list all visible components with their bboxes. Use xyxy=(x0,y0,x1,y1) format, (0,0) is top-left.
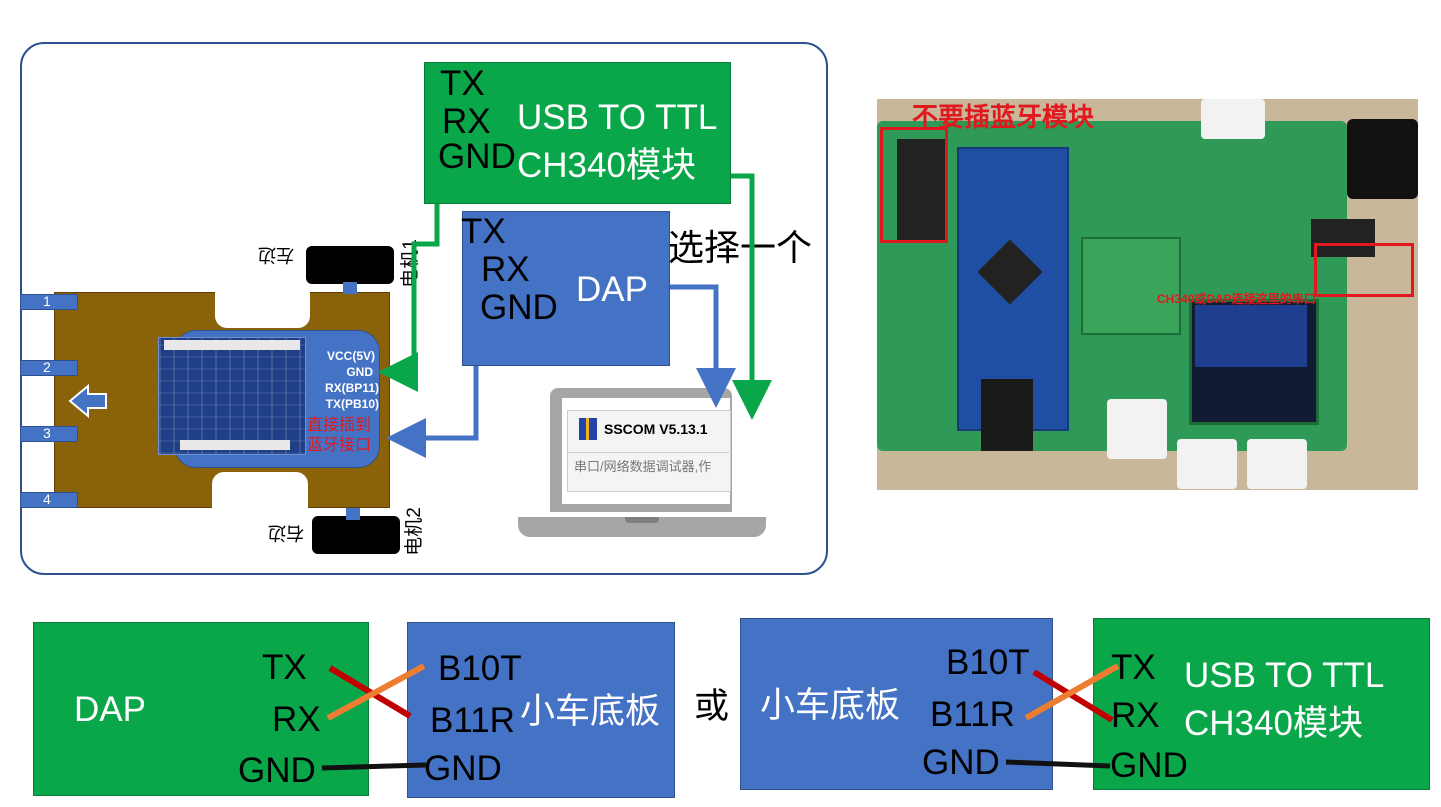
photo-header-left xyxy=(897,139,947,243)
chassis-notch-bottom xyxy=(212,472,308,508)
sscom-app-icon xyxy=(579,418,597,440)
motor-2-shaft xyxy=(346,508,360,520)
dap-to-car-wire xyxy=(386,366,479,458)
wiring-car-right-title: 小车底板 xyxy=(760,686,901,725)
motor-2 xyxy=(312,516,400,554)
wiring-usb-pin-gnd: GND xyxy=(1110,746,1188,785)
wiring-car-right-pin-b10t: B10T xyxy=(946,643,1030,682)
usb-to-laptop-wire xyxy=(731,173,772,420)
wiring-usb-pin-rx: RX xyxy=(1111,696,1160,735)
usb-title-line1: USB TO TTL xyxy=(517,98,718,137)
wiring-usb-title-line1: USB TO TTL xyxy=(1184,656,1385,695)
wheel-3 xyxy=(20,426,78,442)
wiring-car-box-right xyxy=(740,618,1053,790)
wiring-dap-title: DAP xyxy=(74,690,146,729)
photo-header-right xyxy=(1311,219,1375,257)
photo-module-a xyxy=(1081,237,1181,335)
controller-board-photo xyxy=(158,337,306,455)
wiring-usb-box xyxy=(1093,618,1430,790)
dap-pin-rx: RX xyxy=(481,250,530,289)
laptop-base xyxy=(518,517,766,537)
usb-title-line2: CH340模块 xyxy=(517,146,696,185)
usb-ttl-module xyxy=(424,62,731,204)
dap-pin-tx: TX xyxy=(461,212,506,251)
board-pin-gnd: GND xyxy=(346,365,373,379)
photo-connector-c xyxy=(1177,439,1237,489)
cross-wire-orange-left xyxy=(326,663,426,721)
board-connector-row xyxy=(164,340,300,350)
forward-arrow-icon xyxy=(68,384,107,418)
wiring-usb-title-line2: CH340模块 xyxy=(1184,704,1363,743)
photo-warning-text: 不要插蓝牙模块 xyxy=(912,102,1095,132)
photo-connector-a xyxy=(1201,99,1265,139)
gnd-wire-left xyxy=(321,762,427,771)
photo-oled-screen xyxy=(1195,305,1307,367)
photo-serial-note: CH340或DAP连接这里的串口 xyxy=(1157,292,1316,306)
wiring-car-left-pin-b10t: B10T xyxy=(438,649,522,688)
dap-pin-gnd: GND xyxy=(480,288,558,327)
chassis-notch-top xyxy=(215,292,310,328)
choose-one-label: 选择一个 xyxy=(668,227,813,268)
direct-plug-line2: 蓝牙接口 xyxy=(307,437,372,454)
sscom-title: SSCOM V5.13.1 xyxy=(604,421,708,437)
photo-serial-box xyxy=(1314,243,1414,297)
wiring-dap-pin-gnd: GND xyxy=(238,751,316,790)
sscom-subtitle: 串口/网络数据调试器,作 xyxy=(574,460,712,473)
board-pin-tx: TX(PB10) xyxy=(325,397,379,411)
wiring-or-label: 或 xyxy=(694,687,730,726)
wheel-number-2: 2 xyxy=(43,359,51,375)
dap-to-laptop-wire xyxy=(670,284,736,408)
wheel-1 xyxy=(20,294,78,310)
photo-dupont xyxy=(981,379,1033,451)
photo-jack xyxy=(1347,119,1418,199)
usb-pin-tx: TX xyxy=(440,64,485,103)
wiring-dap-pin-tx: TX xyxy=(262,648,307,687)
wiring-car-right-pin-b11r: B11R xyxy=(930,695,1015,734)
board-pin-rx: RX(BP11) xyxy=(324,381,379,395)
wiring-car-right-pin-gnd: GND xyxy=(922,743,1000,782)
wiring-car-left-pin-b11r: B11R xyxy=(430,701,515,740)
sscom-divider xyxy=(567,452,729,453)
direct-plug-line1: 直接插到 xyxy=(307,417,372,434)
cross-wire-red-right xyxy=(1032,669,1114,723)
wheel-number-3: 3 xyxy=(43,425,51,441)
motor-1-shaft xyxy=(343,282,357,294)
wheel-2 xyxy=(20,360,78,376)
motor-1 xyxy=(306,246,394,284)
cross-wire-orange-right xyxy=(1024,663,1120,721)
dap-module xyxy=(462,211,670,366)
wheel-4 xyxy=(20,492,78,508)
board-pin-vcc: VCC(5V) xyxy=(326,349,375,363)
dap-title: DAP xyxy=(576,270,648,309)
wiring-car-box-left xyxy=(407,622,675,798)
laptop-hinge xyxy=(625,517,659,523)
usb-to-car-wire xyxy=(378,204,440,392)
wiring-dap-box xyxy=(33,622,369,796)
board-photo xyxy=(877,99,1418,490)
board-connector-row-bottom xyxy=(180,440,290,450)
photo-connector-d xyxy=(1247,439,1307,489)
usb-pin-gnd: GND xyxy=(438,137,516,176)
photo-warning-box xyxy=(880,127,948,243)
wiring-dap-pin-rx: RX xyxy=(272,700,321,739)
wiring-car-left-title: 小车底板 xyxy=(520,692,661,731)
sscom-window xyxy=(567,410,731,492)
gnd-wire-right xyxy=(1005,759,1111,769)
wiring-car-left-pin-gnd: GND xyxy=(424,749,502,788)
photo-connector-b xyxy=(1107,399,1167,459)
wheel-number-1: 1 xyxy=(43,293,51,309)
usb-pin-rx: RX xyxy=(442,102,491,141)
wheel-number-4: 4 xyxy=(43,491,51,507)
